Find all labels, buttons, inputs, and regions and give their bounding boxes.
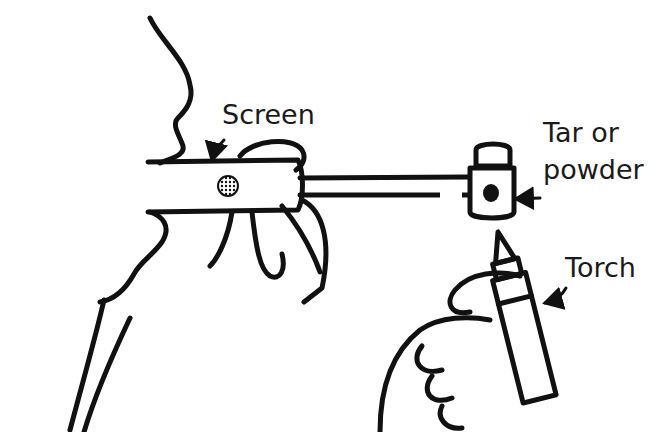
leader-arrow — [212, 140, 224, 160]
hand-finger — [417, 346, 442, 371]
stem-highlight — [440, 192, 462, 199]
part-label: Screen — [222, 96, 362, 133]
hand-finger — [252, 212, 283, 277]
hand-finger — [240, 141, 304, 170]
hand-finger — [427, 376, 452, 400]
face-profile — [150, 18, 191, 163]
part-label: Torch — [565, 249, 665, 286]
hand-finger — [440, 406, 462, 428]
chin-outline — [100, 212, 166, 302]
pipe-stem — [300, 177, 468, 178]
torch-lighter — [482, 228, 557, 403]
pipe-bowl — [470, 168, 514, 218]
neck-outline — [70, 300, 104, 430]
torch-band — [498, 296, 531, 304]
leader-arrow — [516, 198, 540, 199]
hand-palm — [380, 318, 490, 432]
hand-finger — [282, 206, 320, 272]
neck-outline — [84, 318, 130, 432]
pipe-bowl-cap — [476, 144, 510, 166]
hand-thumb — [450, 273, 520, 313]
leader-arrow — [545, 288, 566, 303]
hand-palm — [302, 200, 326, 302]
pipe-screen — [218, 176, 238, 196]
pipe-mouthpiece — [148, 160, 303, 212]
bowl-hole — [483, 184, 499, 202]
hand-finger — [210, 212, 232, 266]
part-label: Tar or powder — [543, 114, 663, 189]
torch-body — [493, 273, 556, 403]
